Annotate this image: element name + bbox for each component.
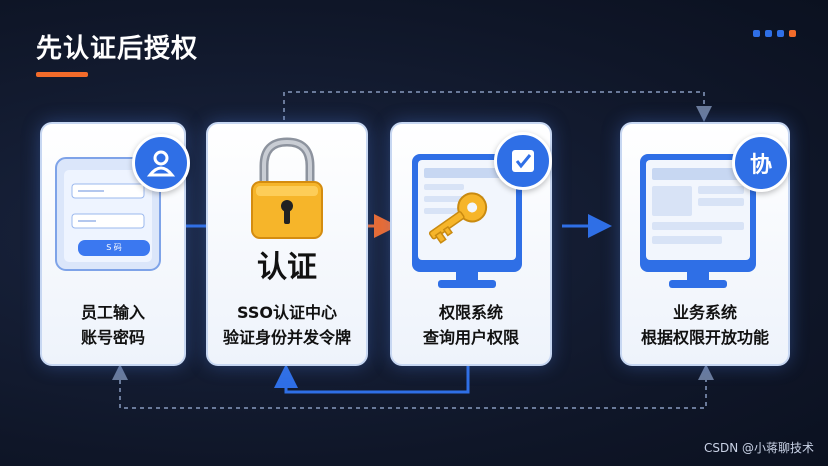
title-underline xyxy=(36,72,88,77)
login-button-text: S 码 xyxy=(106,243,122,252)
step-label-line2: 根据权限开放功能 xyxy=(640,328,769,347)
padlock-icon xyxy=(251,137,323,239)
step-card-permission: 权限系统 查询用户权限 xyxy=(390,122,552,366)
login-form-illustration xyxy=(55,157,161,271)
step-label-login: 员工输入 账号密码 xyxy=(42,300,184,350)
step-label-line1: 业务系统 xyxy=(672,303,737,322)
user-badge xyxy=(132,134,190,192)
step-card-business: 协 业务系统 根据权限开放功能 xyxy=(620,122,790,366)
monitor-illustration xyxy=(640,154,756,288)
return-connector xyxy=(274,364,470,394)
step-label-line1: 权限系统 xyxy=(438,303,503,322)
checkbox-icon xyxy=(512,150,534,172)
check-badge xyxy=(494,132,552,190)
step-label-line2: 验证身份并发令牌 xyxy=(222,328,351,347)
step-card-sso: 认证 SSO认证中心 验证身份并发令牌 xyxy=(206,122,368,366)
step-label-business: 业务系统 根据权限开放功能 xyxy=(622,300,788,350)
step-label-sso: SSO认证中心 验证身份并发令牌 xyxy=(208,300,366,350)
step-label-line2: 查询用户权限 xyxy=(422,328,519,347)
bottom-dashed-connector xyxy=(119,364,707,409)
monitor-key-illustration xyxy=(412,154,522,288)
watermark: CSDN @小蒋聊技术 xyxy=(703,441,814,455)
step-label-line2: 账号密码 xyxy=(80,328,145,347)
step-label-permission: 权限系统 查询用户权限 xyxy=(392,300,550,350)
step-label-line1: 员工输入 xyxy=(80,303,145,322)
auth-center-text: 认证 xyxy=(257,250,317,285)
step-label-line1: SSO认证中心 xyxy=(237,303,337,322)
key-icon xyxy=(428,192,488,244)
top-dashed-connector xyxy=(283,91,712,122)
decorative-dots xyxy=(753,30,796,37)
collab-badge: 协 xyxy=(732,134,790,192)
page-title: 先认证后授权 xyxy=(36,34,199,64)
user-icon xyxy=(147,150,175,177)
step-card-login: S 码 员工输入 账号密码 xyxy=(40,122,190,366)
